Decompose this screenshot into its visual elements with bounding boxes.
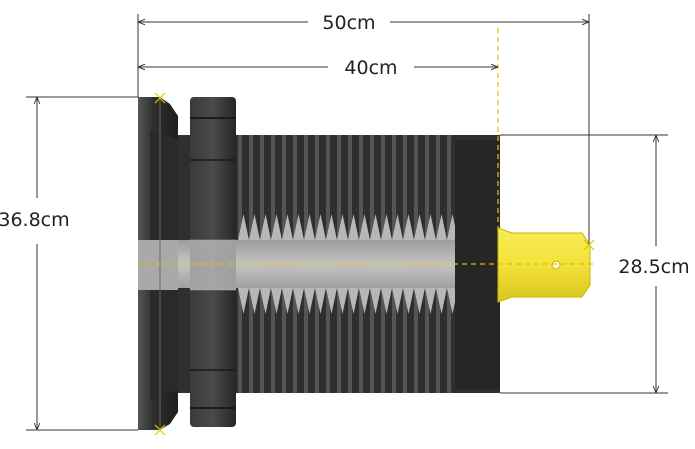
- cross-marks: [154, 92, 595, 436]
- overall-length-label: 50cm: [322, 12, 375, 34]
- terminal-blade: [497, 227, 591, 303]
- terminal-hole: [551, 260, 561, 270]
- hex-nut: [190, 97, 236, 427]
- extension-lines: [26, 14, 668, 431]
- dimension-body-length: 40cm: [138, 57, 498, 79]
- flange-height-label: 36.8cm: [0, 209, 70, 231]
- thread-height-label: 28.5cm: [618, 256, 689, 278]
- reference-lines: [138, 28, 595, 265]
- end-cap: [455, 140, 500, 390]
- dimension-flange-height: 36.8cm: [0, 97, 70, 430]
- dimension-thread-height: 28.5cm: [618, 135, 690, 393]
- body-length-label: 40cm: [344, 57, 397, 79]
- dimension-overall-length: 50cm: [138, 12, 589, 34]
